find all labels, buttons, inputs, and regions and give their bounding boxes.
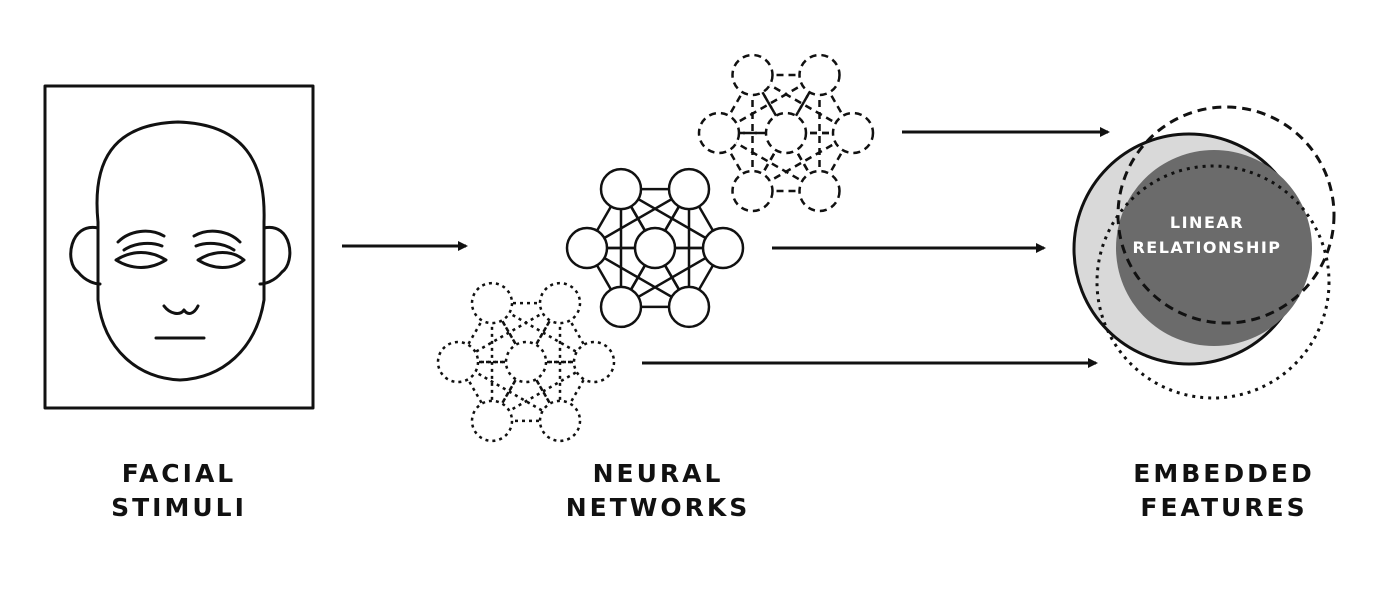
left-ear xyxy=(69,226,102,286)
network-node xyxy=(470,281,514,325)
arrows xyxy=(342,127,1110,368)
network-node xyxy=(831,111,875,155)
network-node xyxy=(667,167,711,211)
network-node xyxy=(599,167,643,211)
network-node xyxy=(599,285,643,329)
head-outline xyxy=(95,120,266,382)
caption-line: NETWORKS xyxy=(565,493,751,522)
stimulus-frame xyxy=(43,84,315,410)
caption-embedded-features: EMBEDDED FEATURES xyxy=(1104,457,1344,525)
caption-line: FEATURES xyxy=(1140,493,1308,522)
right-ear xyxy=(258,226,292,286)
network-node xyxy=(667,285,711,329)
caption-facial-stimuli: FACIAL STIMULI xyxy=(79,457,279,525)
overlap-label-line1: LINEAR xyxy=(1170,213,1244,232)
network-node xyxy=(565,226,609,270)
network-node xyxy=(697,111,741,155)
left-brow xyxy=(116,229,166,244)
network-node xyxy=(538,281,582,325)
network-node xyxy=(504,340,548,384)
network-node xyxy=(798,169,841,213)
left-eye xyxy=(114,251,168,269)
network-node xyxy=(572,340,616,384)
network-node xyxy=(436,340,480,384)
embedded-features-venn: LINEAR RELATIONSHIP xyxy=(1072,105,1336,400)
neural-network-solid-icon xyxy=(565,167,745,329)
network-node xyxy=(633,226,677,270)
network-edge xyxy=(490,302,562,422)
network-node xyxy=(470,399,514,443)
feature-overlap-region xyxy=(1116,150,1312,346)
network-node xyxy=(538,399,582,443)
left-brow-inner xyxy=(122,241,164,252)
neural-network-dotted-icon xyxy=(436,281,616,443)
caption-line: STIMULI xyxy=(111,493,247,522)
feature-circle-dotted xyxy=(1095,164,1331,400)
network-node xyxy=(798,53,841,97)
right-eye xyxy=(196,251,246,269)
overlap-label-line2: RELATIONSHIP xyxy=(1132,238,1281,257)
face-outline-icon xyxy=(43,84,315,410)
network-node xyxy=(731,53,774,97)
right-brow xyxy=(192,229,242,244)
caption-line: NEURAL xyxy=(592,459,724,488)
right-brow-inner xyxy=(194,241,236,252)
network-node xyxy=(764,111,808,155)
feature-circle-dashed xyxy=(1116,105,1336,325)
caption-line: EMBEDDED xyxy=(1133,459,1315,488)
nose xyxy=(162,304,200,315)
network-node xyxy=(701,226,745,270)
network-node xyxy=(731,169,774,213)
caption-line: FACIAL xyxy=(121,459,237,488)
network-edge xyxy=(490,302,562,422)
neural-network-dashed-icon xyxy=(697,53,875,213)
caption-neural-networks: NEURAL NETWORKS xyxy=(538,457,778,525)
